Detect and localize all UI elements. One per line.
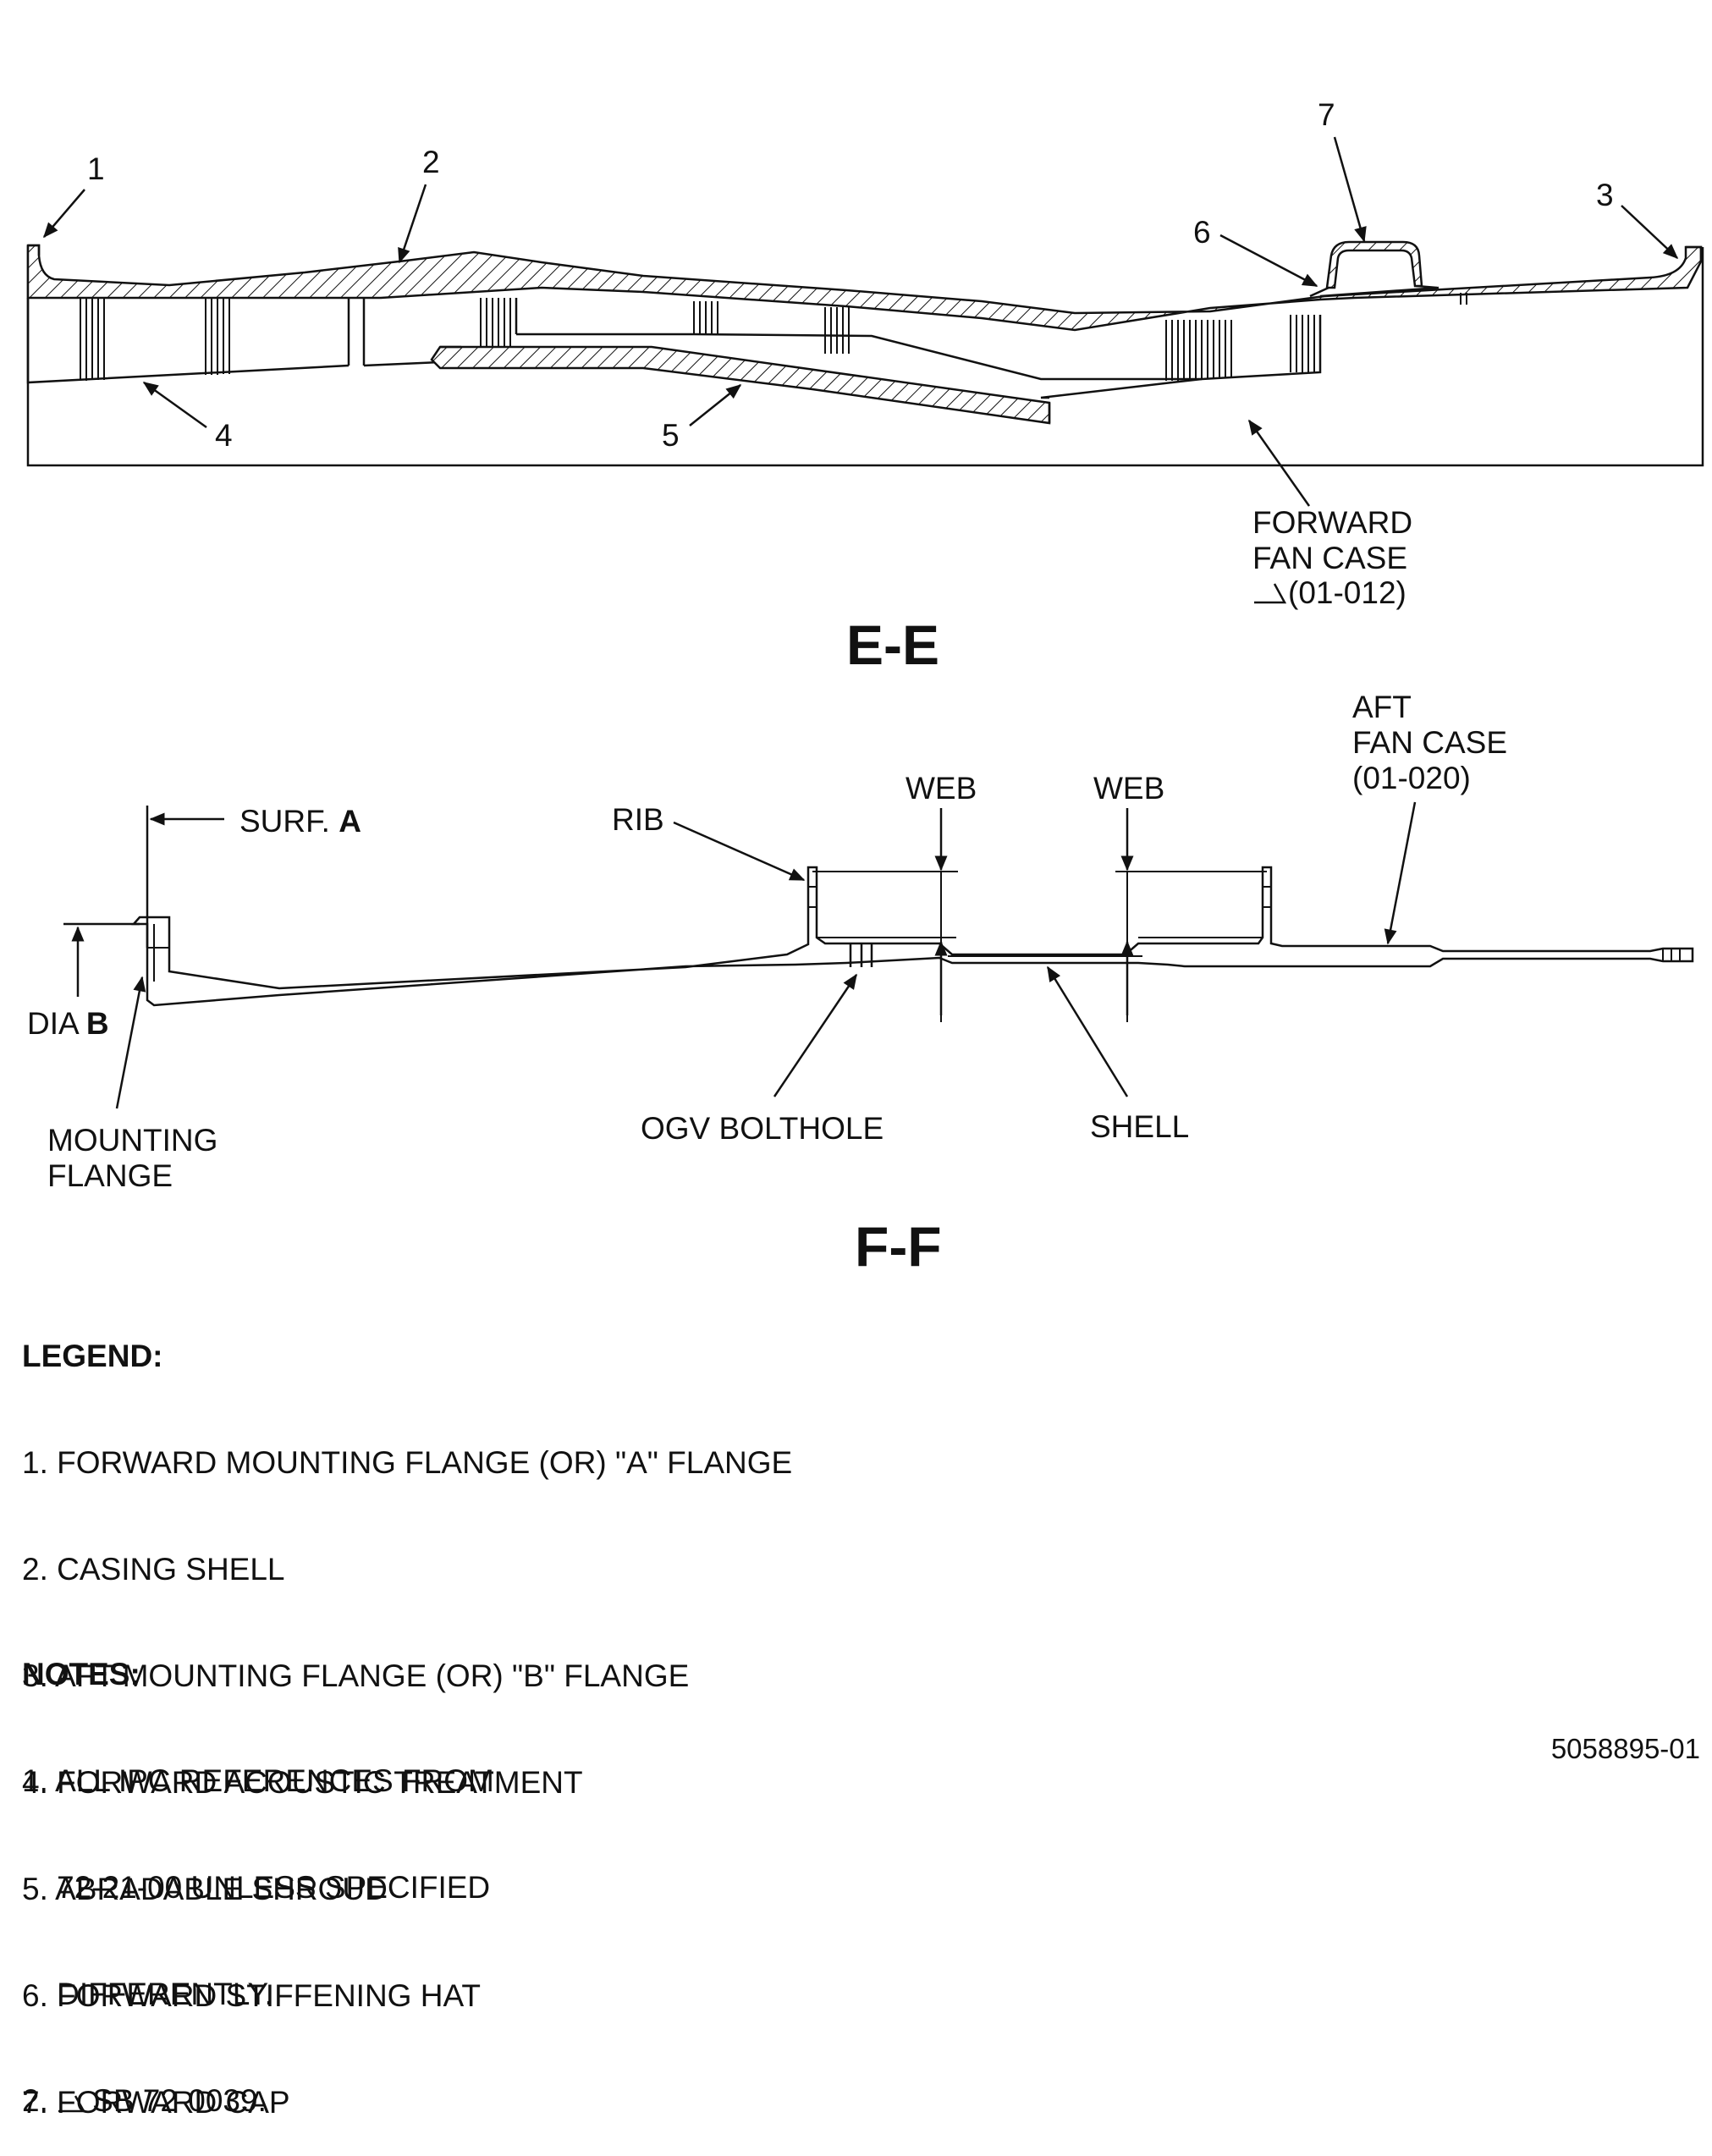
- mounting-flange-leader: [115, 976, 146, 1109]
- web-2-extension: [1115, 871, 1267, 1022]
- note-2-text: SB 72-0039.: [92, 2083, 267, 2118]
- rib-label: RIB: [612, 802, 664, 837]
- legend-heading: LEGEND:: [22, 1339, 163, 1373]
- section-ee: 1 2 3 4 5 6 7 FORWARD FAN CASE (01-012) …: [26, 97, 1704, 676]
- forward-fan-case-line2: FAN CASE: [1252, 541, 1407, 575]
- ogv-bolthole-shape: [849, 943, 873, 967]
- aft-fan-case-line1: AFT: [1352, 690, 1412, 724]
- forward-cap: [1325, 240, 1423, 289]
- web-1-extension: [812, 871, 958, 1022]
- fwd-flange-tip: [28, 244, 41, 256]
- section-ee-title: E-E: [846, 613, 939, 676]
- aft-fan-case-leader: [1384, 801, 1417, 945]
- legend-item: 3. AFT MOUNTING FLANGE (OR) "B" FLANGE: [22, 1658, 690, 1693]
- ogv-bolthole-leader: [773, 973, 858, 1097]
- callout-7-leader: [1333, 136, 1367, 243]
- callout-3: 3: [1596, 178, 1614, 212]
- note-2: 2. SB 72-0039.: [22, 2083, 494, 2119]
- ff-profile: [131, 866, 1694, 1007]
- aft-fan-case-line2: FAN CASE: [1352, 725, 1507, 760]
- callout-6: 6: [1193, 215, 1211, 250]
- surf-a-label: SURF. A: [239, 804, 361, 839]
- casing-shell: [26, 244, 1703, 332]
- callout-1: 1: [87, 151, 105, 186]
- inner-liner: [516, 315, 1322, 381]
- mounting-flange-line1: MOUNTING: [47, 1123, 217, 1158]
- forward-fan-case-line1: FORWARD: [1252, 505, 1412, 540]
- document-number: 5058895-01: [1550, 1733, 1700, 1764]
- note-line: 1. ALL IPC REFERENCES FROM: [22, 1763, 494, 1798]
- web-1-label: WEB: [906, 771, 977, 806]
- notes: NOTES: 1. ALL IPC REFERENCES FROM 72-21-…: [22, 1586, 494, 2154]
- section-drawings: 1 2 3 4 5 6 7 FORWARD FAN CASE (01-012) …: [26, 97, 1704, 1278]
- callout-4-leader: [142, 381, 207, 429]
- ogv-bolthole-label: OGV BOLTHOLE: [641, 1111, 884, 1146]
- callout-6-leader: [1219, 234, 1318, 288]
- acoustic-treatment: [26, 298, 441, 384]
- aft-fan-case-line3: (01-020): [1352, 761, 1471, 795]
- legend-item: 2. CASING SHELL: [22, 1552, 285, 1587]
- aft-flange-tip: [1686, 245, 1703, 261]
- sb-marker-icon: [58, 2095, 86, 2113]
- callout-5-leader: [689, 384, 742, 426]
- note-2-prefix: 2.: [22, 2083, 48, 2118]
- note-line: 72-21-00 UNLESS SPECIFIED: [22, 1870, 491, 1905]
- section-ff-title: F-F: [855, 1215, 942, 1278]
- dia-b-label: DIA B: [27, 1006, 109, 1041]
- callout-2: 2: [422, 145, 440, 179]
- forward-fan-case-leader: [1247, 419, 1311, 507]
- callout-4: 4: [215, 418, 233, 453]
- section-ff: SURF. A DIA B WEB WEB RIB AFT FAN CASE (…: [27, 690, 1694, 1278]
- notes-heading: NOTES:: [22, 1657, 140, 1691]
- shell-label: SHELL: [1090, 1109, 1189, 1144]
- callout-5: 5: [662, 418, 680, 453]
- callout-1-leader: [43, 189, 85, 239]
- shell-leader: [1046, 965, 1129, 1097]
- septa: [80, 293, 1467, 381]
- callout-2-leader: [398, 184, 427, 264]
- sb-marker-icon: [1254, 583, 1287, 604]
- legend-item: 1. FORWARD MOUNTING FLANGE (OR) "A" FLAN…: [22, 1445, 793, 1480]
- callout-3-leader: [1621, 205, 1679, 260]
- mounting-flange-line2: FLANGE: [47, 1158, 173, 1193]
- rib-leader: [673, 821, 806, 882]
- web-2-label: WEB: [1093, 771, 1164, 806]
- forward-fan-case-line3: (01-012): [1288, 575, 1406, 610]
- note-line: DIFFERENTLY.: [22, 1977, 273, 2011]
- callout-7: 7: [1318, 97, 1335, 132]
- abradable-shroud: [430, 345, 1051, 425]
